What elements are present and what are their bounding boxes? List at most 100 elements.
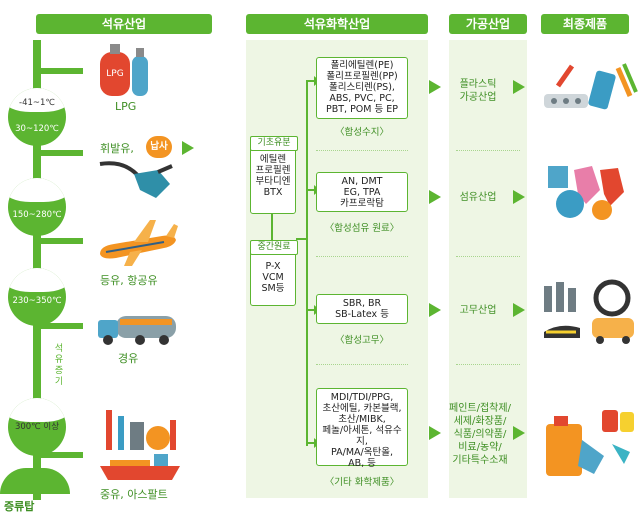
chem-line: AN, DMT xyxy=(341,176,383,187)
product-diesel: 경유 xyxy=(118,352,139,365)
proc-line: 섬유산업 xyxy=(459,192,497,203)
chem-line: SBR, BR xyxy=(342,298,382,309)
proc-line: 기타특수소재 xyxy=(452,455,508,466)
proc-line: 세제/화장품/ xyxy=(453,416,507,427)
chem-line: PA/MA/옥탄올, xyxy=(331,447,393,458)
stage-3-temp: 230~350℃ xyxy=(12,296,62,306)
intermediate-feedstock-title: 중간원료 xyxy=(250,240,298,255)
branch-gasoline xyxy=(41,150,83,156)
arrow-proc-2 xyxy=(429,190,441,204)
inter-item: P-X xyxy=(265,261,281,272)
branch-heavy xyxy=(41,452,83,458)
arrow-final-1 xyxy=(513,80,525,94)
arrow-proc-1 xyxy=(429,80,441,94)
chem-line: 폴리스티렌(PS), xyxy=(329,82,395,93)
stage-3-wave xyxy=(8,268,66,292)
arrow-final-2 xyxy=(513,190,525,204)
basic-feedstock-box: 기초유분 에틸렌 프로필렌 부타디엔 BTX xyxy=(250,136,298,214)
basic-feedstock-title: 기초유분 xyxy=(250,136,298,151)
arrow-proc-4 xyxy=(429,426,441,440)
separator xyxy=(316,364,408,365)
inter-item: SM등 xyxy=(261,283,285,294)
proc-line: 페인트/접착제/ xyxy=(449,403,511,414)
chem-box-other: MDI/TDI/PPG, 초산에틸, 카본블랙, 초산/MIBK, 페놀/아세톤… xyxy=(316,388,408,469)
stage-2-wave xyxy=(8,178,66,202)
chemical-products-icon xyxy=(546,410,634,476)
stage-1-wave xyxy=(8,88,66,112)
chem-line: MDI/TDI/PPG, xyxy=(330,392,394,403)
stage-2-temp: 150~280℃ xyxy=(12,210,62,220)
chem-line: 폴리에틸렌(PE) xyxy=(330,60,394,71)
arrow-final-3 xyxy=(513,303,525,317)
chem-line: 초산/MIBK, xyxy=(338,414,386,425)
feedstock-line xyxy=(271,140,273,300)
automotive-icon xyxy=(544,279,634,344)
product-lpg: LPG xyxy=(115,100,137,113)
processing-rubber: 고무산업 xyxy=(449,304,507,317)
proc-line: 가공산업 xyxy=(459,92,497,103)
product-kerosene: 등유, 항공유 xyxy=(100,274,158,287)
chem-box-rubber: SBR, BR SB-Latex 등 xyxy=(316,294,408,324)
refinery-icon xyxy=(106,410,176,450)
stage-4-temp: 300℃ 이상 xyxy=(14,422,60,432)
separator xyxy=(456,256,520,257)
naphtha-badge: 납사 xyxy=(146,136,172,158)
tower-base xyxy=(0,468,70,494)
chem-line: PBT, POM 등 EP xyxy=(325,104,398,115)
processing-fiber: 섬유산업 xyxy=(449,191,507,204)
processing-specialty: 페인트/접착제/ 세제/화장품/ 식품/의약품/ 비료/농약/ 기타특수소재 xyxy=(445,402,515,467)
arrow-naphtha xyxy=(182,141,194,155)
chem-caption-resin: 〈합성수지〉 xyxy=(335,127,389,138)
lpg-tank-text: LPG xyxy=(106,69,123,79)
header-final: 최종제품 xyxy=(541,14,629,34)
lpg-tank-icon: LPG xyxy=(100,44,148,96)
basic-item: 에틸렌 xyxy=(259,154,287,165)
chem-caption-other: 〈기타 화학제품〉 xyxy=(324,477,400,488)
arrow-proc-3 xyxy=(429,303,441,317)
basic-item: 프로필렌 xyxy=(255,165,291,176)
fuel-nozzle-icon xyxy=(99,161,173,198)
inter-item: VCM xyxy=(262,272,284,283)
intermediate-feedstock-box: 중간원료 P-X VCM SM등 xyxy=(250,240,298,306)
separator xyxy=(316,256,408,257)
proc-line: 비료/농약/ xyxy=(458,442,502,453)
tower-label: 증류탑 xyxy=(4,500,35,513)
chem-line: 초산에틸, 카본블랙, xyxy=(322,403,402,414)
separator xyxy=(456,150,520,151)
header-petroleum: 석유산업 xyxy=(36,14,212,34)
chem-line: 카프로락탐 xyxy=(340,198,384,209)
stage-1-temp-a: -41~1℃ xyxy=(19,98,55,108)
stage-4-wave xyxy=(8,398,66,422)
stage-1-temp-b: 30~120℃ xyxy=(15,124,59,134)
basic-item: 부타디엔 xyxy=(255,176,291,187)
tower-stage-2: 150~280℃ xyxy=(8,178,66,236)
ship-icon xyxy=(100,454,180,480)
header-processing: 가공산업 xyxy=(449,14,527,34)
chem-line: 페놀/아세톤, 석유수지, xyxy=(322,425,402,447)
basic-item: BTX xyxy=(263,187,283,198)
separator xyxy=(456,364,520,365)
product-heavy: 중유, 아스팔트 xyxy=(100,488,168,501)
textile-icon xyxy=(548,166,624,220)
proc-line: 플라스틱 xyxy=(459,79,497,90)
vapor-label-text: 석유증기 xyxy=(54,344,64,387)
chem-line: SB-Latex 등 xyxy=(335,309,389,320)
chem-box-resin: 폴리에틸렌(PE) 폴리프로필렌(PP) 폴리스티렌(PS), ABS, PVC… xyxy=(316,57,408,119)
chem-line: ABS, PVC, PC, xyxy=(329,93,395,104)
proc-line: 고무산업 xyxy=(459,305,497,316)
tower-stage-1: -41~1℃ 30~120℃ xyxy=(8,88,66,146)
vapor-label: 석유증기 xyxy=(54,344,66,388)
tree-trunk xyxy=(306,80,308,446)
processing-plastic: 플라스틱 가공산업 xyxy=(449,78,507,104)
separator xyxy=(316,150,408,151)
chem-caption-fiber: 〈합성섬유 원료〉 xyxy=(324,223,400,234)
chem-caption-rubber: 〈합성고무〉 xyxy=(335,335,389,346)
header-petrochem: 석유화학산업 xyxy=(246,14,428,34)
product-gasoline: 휘발유, xyxy=(100,142,134,155)
branch-diesel xyxy=(41,323,83,329)
proc-line: 식품/의약품/ xyxy=(453,429,507,440)
tree-link-feed xyxy=(296,238,308,240)
tower-stage-4: 300℃ 이상 xyxy=(8,398,66,456)
arrow-final-4 xyxy=(513,426,525,440)
chem-line: EG, TPA xyxy=(343,187,381,198)
